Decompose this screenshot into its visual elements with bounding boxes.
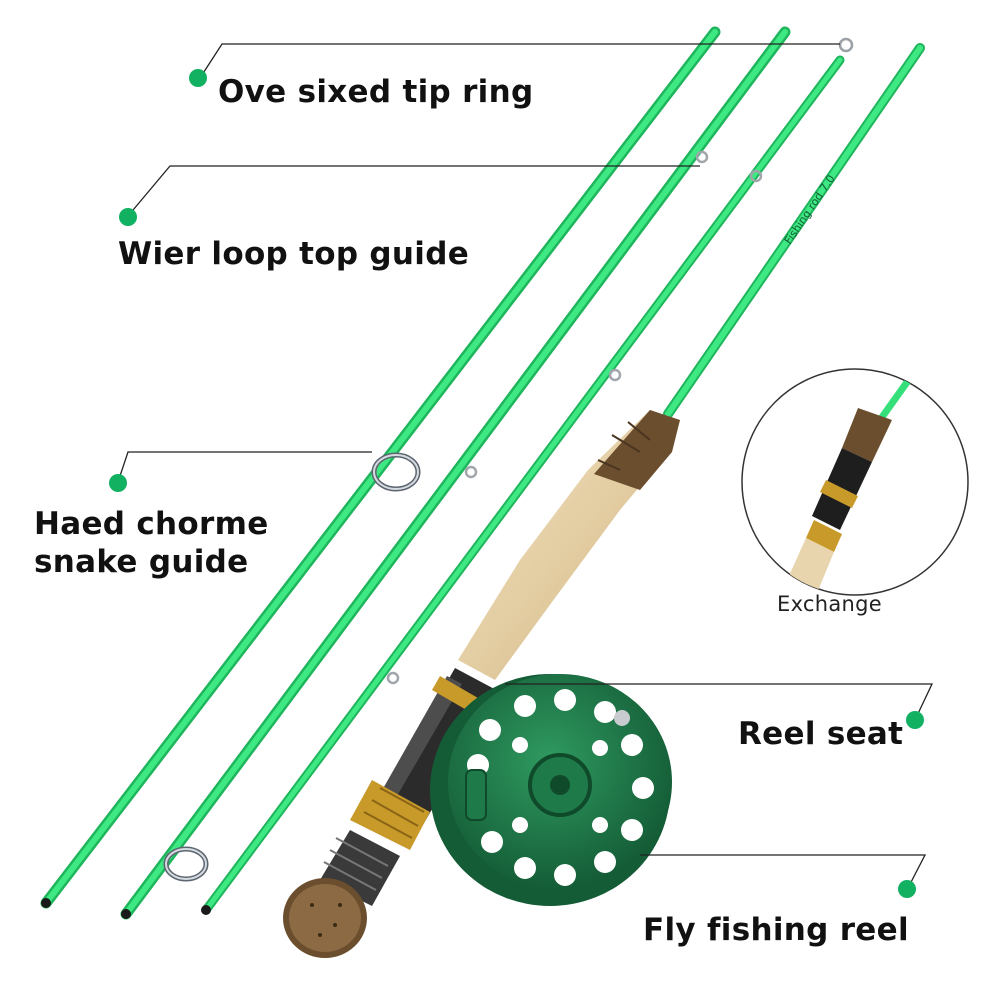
rod-section-1 bbox=[40, 26, 721, 909]
tip-ring-icon bbox=[838, 37, 854, 53]
top-guide-label: Wier loop top guide bbox=[118, 236, 470, 272]
fly-reel-label: Fly fishing reel bbox=[643, 912, 909, 948]
fighting-butt bbox=[283, 878, 367, 958]
snake-guide-icon bbox=[163, 452, 421, 882]
exchange-zoom-view bbox=[741, 368, 969, 596]
reel-icon bbox=[430, 674, 672, 906]
rod-section-3 bbox=[201, 55, 845, 915]
tip-ring-label: Ove sixed tip ring bbox=[218, 74, 534, 110]
cork-grip bbox=[458, 410, 680, 680]
rod-section-2 bbox=[120, 26, 791, 920]
snake-guide-label: Haed chorme snake guide bbox=[34, 506, 269, 580]
rod-print-text: Fishing rod 7.0 bbox=[782, 172, 838, 246]
guide-ring-icon bbox=[386, 150, 763, 685]
callout-lines bbox=[117, 43, 934, 889]
callout-dot-icon bbox=[109, 69, 924, 898]
reel-seat-label: Reel seat bbox=[738, 716, 904, 752]
rod-butt-section bbox=[663, 43, 925, 419]
exchange-label: Exchange bbox=[777, 592, 883, 616]
